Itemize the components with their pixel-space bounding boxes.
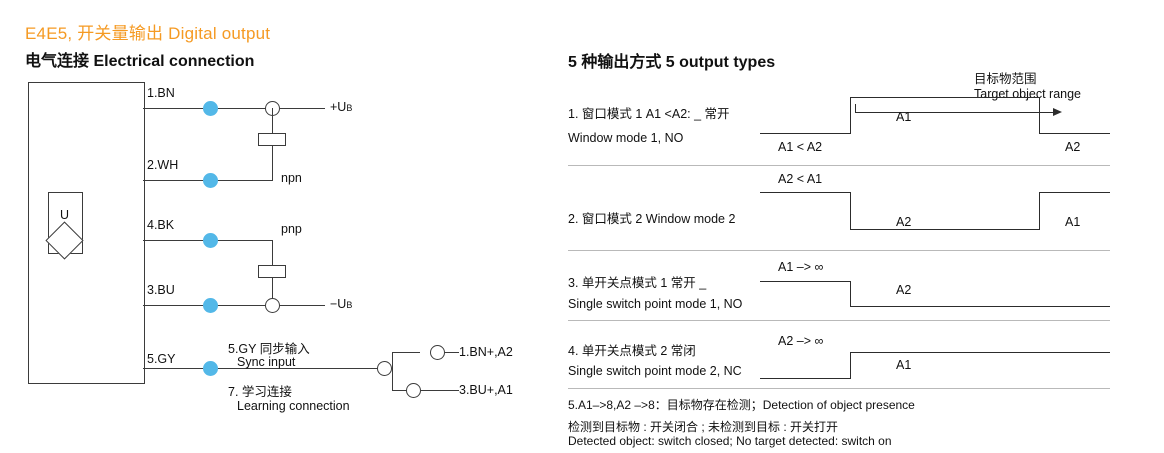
output-row-1-falling-edge — [1039, 98, 1041, 134]
node-bu — [203, 298, 218, 313]
divider-1 — [568, 165, 1110, 166]
output-row-2-signal-low — [850, 229, 1040, 231]
output-line-top — [392, 352, 420, 353]
output-row-1-signal-high — [850, 97, 1040, 99]
output-row-1-right-label: A2 — [1065, 140, 1081, 154]
target-range-en: Target object range — [974, 87, 1082, 101]
sensor-label: U — [59, 208, 70, 222]
output-row-3-left-label: A1 –> ∞ — [778, 260, 824, 274]
output-row-4-signal-high — [850, 352, 1110, 354]
pnp-label: pnp — [281, 222, 302, 236]
output-types-heading: 5 种输出方式 5 output types — [568, 54, 776, 71]
footnote-1: 5.A1–>8,A2 –>8：目标物存在检测；Detection of obje… — [568, 398, 915, 412]
wire-label-bn: 1.BN — [147, 86, 175, 100]
output-label-1: 1.BN+,A2 — [459, 345, 513, 359]
wire-line-supply-minus — [280, 305, 325, 306]
output-row-2-signal-high-left — [760, 192, 850, 194]
output-branch-vertical — [392, 352, 393, 390]
learning-connection-cn: 7. 学习连接 — [228, 385, 292, 399]
output-row-3-mid-label: A2 — [896, 283, 912, 297]
wire-label-bu: 3.BU — [147, 283, 175, 297]
npn-branch-lower — [272, 146, 273, 180]
output-row-3-en: Single switch point mode 1, NO — [568, 297, 743, 311]
output-row-3-falling-edge — [850, 281, 852, 307]
pnp-branch-lower — [272, 278, 273, 298]
npn-label: npn — [281, 171, 302, 185]
output-row-2-left-label: A2 < A1 — [778, 172, 823, 186]
footnote-3: Detected object: switch closed; No targe… — [568, 434, 892, 448]
npn-resistor — [258, 133, 286, 146]
supply-minus-label: −UB — [330, 297, 353, 311]
learning-connection-en: Learning connection — [237, 399, 350, 413]
target-range-arrow-head — [1053, 108, 1062, 116]
sensor-housing — [28, 82, 145, 384]
output-row-4-signal-low — [760, 378, 850, 380]
wire-label-bk: 4.BK — [147, 218, 175, 232]
node-wh — [203, 173, 218, 188]
npn-branch-upper — [272, 108, 273, 133]
target-range-arrow-start-tick — [855, 104, 857, 113]
pnp-resistor — [258, 265, 286, 278]
terminal-bu — [265, 298, 280, 313]
output-row-1-signal-low-right — [1039, 133, 1110, 135]
target-range-arrow-line — [855, 112, 1055, 114]
wire-label-gy: 5.GY — [147, 352, 176, 366]
output-row-1-rising-edge — [850, 98, 852, 134]
divider-4 — [568, 388, 1110, 389]
out1-lead — [445, 352, 459, 353]
output-label-2: 3.BU+,A1 — [459, 383, 513, 397]
footnote-2: 检测到目标物 : 开关闭合 ; 未检测到目标 : 开关打开 — [568, 420, 839, 434]
terminal-out2 — [406, 383, 421, 398]
wire-label-wh: 2.WH — [147, 158, 179, 172]
node-bk — [203, 233, 218, 248]
output-row-2-rising-edge — [1039, 192, 1041, 230]
output-row-1-en: Window mode 1, NO — [568, 131, 684, 145]
pnp-branch-upper — [272, 240, 273, 265]
supply-plus-label: +UB — [330, 100, 353, 114]
output-row-4-en: Single switch point mode 2, NC — [568, 364, 742, 378]
out2-lead — [421, 390, 459, 391]
output-row-2-falling-edge — [850, 192, 852, 230]
output-row-3-signal-low — [850, 306, 1110, 308]
output-row-2-cn: 2. 窗口模式 2 Window mode 2 — [568, 212, 736, 226]
output-row-1-top-label: A1 — [896, 110, 912, 124]
output-row-4-mid-label: A1 — [896, 358, 912, 372]
terminal-out1 — [430, 345, 445, 360]
divider-2 — [568, 250, 1110, 251]
divider-3 — [568, 320, 1110, 321]
page-title: E4E5, 开关量输出 Digital output — [25, 24, 271, 43]
output-row-1-cn: 1. 窗口模式 1 A1 <A2: _ 常开 — [568, 107, 730, 121]
output-row-1-left-label: A1 < A2 — [778, 140, 823, 154]
output-row-2-mid-label: A2 — [896, 215, 912, 229]
output-row-3-signal-high — [760, 281, 850, 283]
electrical-connection-heading: 电气连接 Electrical connection — [25, 53, 255, 70]
sync-input-en: Sync input — [237, 355, 296, 369]
output-row-2-right-label: A1 — [1065, 215, 1081, 229]
output-row-1-signal-low-left — [760, 133, 850, 135]
output-row-4-cn: 4. 单开关点模式 2 常闭 — [568, 344, 696, 358]
node-gy — [203, 361, 218, 376]
output-row-2-signal-high-right — [1039, 192, 1110, 194]
wire-line-gy — [143, 368, 378, 369]
output-row-4-left-label: A2 –> ∞ — [778, 334, 824, 348]
sync-input-cn: 5.GY 同步输入 — [228, 342, 310, 356]
output-row-3-cn: 3. 单开关点模式 1 常开 _ — [568, 276, 707, 290]
node-bn — [203, 101, 218, 116]
output-row-4-rising-edge — [850, 352, 852, 379]
wire-line-supply-plus — [280, 108, 325, 109]
target-range-cn: 目标物范围 — [974, 72, 1037, 86]
terminal-gy — [377, 361, 392, 376]
